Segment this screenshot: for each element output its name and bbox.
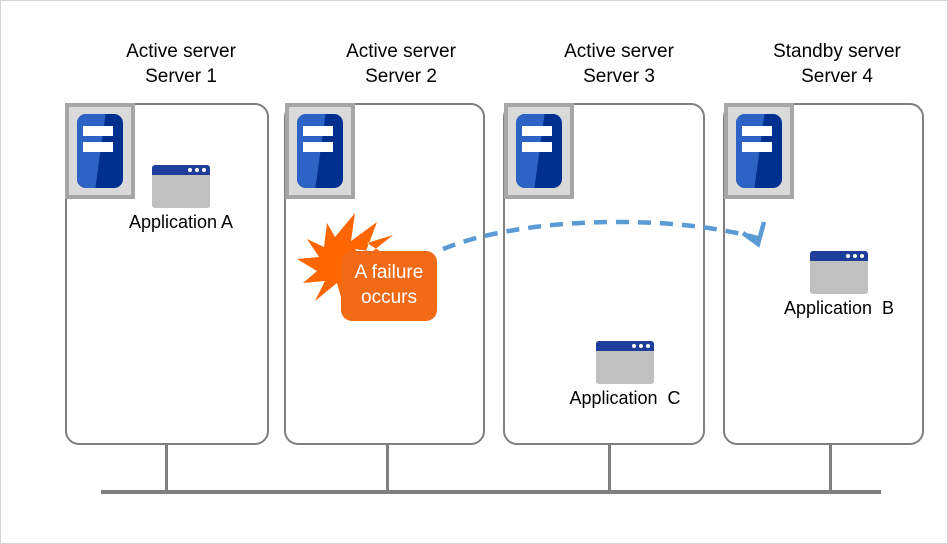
application-c-label: Application C	[569, 388, 681, 408]
failure-badge: A failure occurs	[341, 251, 437, 321]
server-chip-bar	[522, 125, 552, 136]
server-hardware-icon-1	[65, 103, 135, 199]
server-chip-4	[736, 114, 782, 188]
server-chip-1	[77, 114, 123, 188]
application-b[interactable]: Application B	[769, 251, 909, 319]
window-dot-icon	[202, 168, 206, 172]
server-role-4: Standby server	[773, 41, 901, 62]
window-titlebar	[596, 341, 654, 351]
server-heading-3: Active server Server 3	[509, 39, 729, 89]
server-hardware-icon-2	[285, 103, 355, 199]
server-name-2: Server 2	[365, 66, 437, 87]
window-dot-icon	[188, 168, 192, 172]
failure-callout[interactable]: A failure occurs	[297, 213, 447, 323]
window-dot-icon	[853, 254, 857, 258]
server-heading-1: Active server Server 1	[71, 39, 291, 89]
server-chip-3	[516, 114, 562, 188]
window-titlebar	[810, 251, 868, 261]
server-heading-2: Active server Server 2	[291, 39, 511, 89]
server-chip-bar	[83, 125, 113, 136]
server-chip-bar	[303, 142, 333, 153]
server-chip-bar	[522, 142, 552, 153]
server-chip-bar	[742, 142, 772, 153]
application-window-icon	[596, 341, 654, 384]
window-dot-icon	[860, 254, 864, 258]
server-role-1: Active server	[126, 41, 236, 62]
network-drop-line-3	[608, 445, 611, 492]
server-name-4: Server 4	[801, 66, 873, 87]
network-drop-line-2	[386, 445, 389, 492]
application-window-icon	[152, 165, 210, 208]
application-b-label: Application B	[783, 298, 895, 318]
network-drop-line-4	[829, 445, 832, 492]
window-dot-icon	[846, 254, 850, 258]
server-chip-bar	[742, 125, 772, 136]
window-titlebar	[152, 165, 210, 175]
application-window-icon	[810, 251, 868, 294]
server-role-2: Active server	[346, 41, 456, 62]
server-name-1: Server 1	[145, 66, 217, 87]
network-bus-line	[101, 490, 881, 494]
server-chip-bar	[303, 125, 333, 136]
failure-line-1: A failure	[354, 262, 424, 283]
window-dot-icon	[632, 344, 636, 348]
server-hardware-icon-3	[504, 103, 574, 199]
application-a-label: Application A	[128, 212, 234, 232]
server-name-3: Server 3	[583, 66, 655, 87]
server-role-3: Active server	[564, 41, 674, 62]
window-dot-icon	[646, 344, 650, 348]
application-c[interactable]: Application C	[555, 341, 695, 409]
window-dot-icon	[639, 344, 643, 348]
failure-line-2: occurs	[361, 287, 417, 308]
server-hardware-icon-4	[724, 103, 794, 199]
server-chip-2	[297, 114, 343, 188]
application-a[interactable]: Application A	[111, 165, 251, 233]
server-heading-4: Standby server Server 4	[727, 39, 947, 89]
network-drop-line-1	[165, 445, 168, 492]
window-dot-icon	[195, 168, 199, 172]
server-chip-bar	[83, 142, 113, 153]
